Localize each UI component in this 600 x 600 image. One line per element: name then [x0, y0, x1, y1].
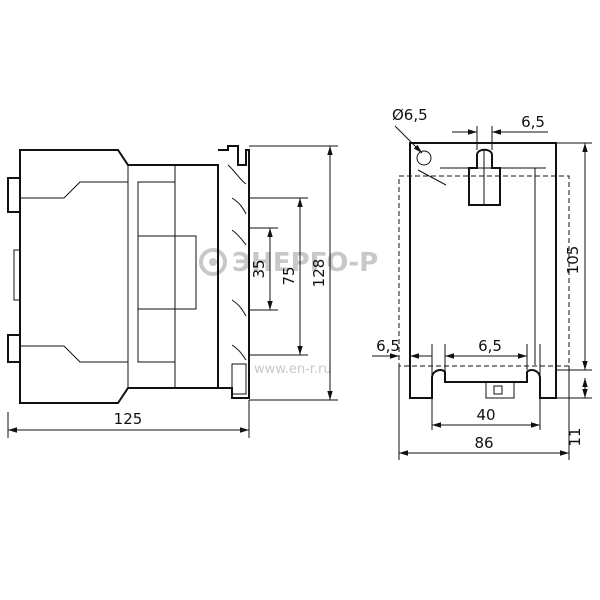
dim-label-hole-diameter: Ø6,5 — [392, 106, 428, 124]
watermark: ЭНЕРГО-Р www.en-r.ru — [199, 248, 378, 377]
dim-label-rail-gap: 40 — [476, 406, 495, 424]
dim-label-front-height: 105 — [564, 246, 582, 275]
dim-label-75: 75 — [280, 266, 298, 285]
watermark-url: www.en-r.ru — [254, 362, 332, 377]
side-view-din-clip — [218, 145, 250, 399]
side-view-body — [19, 149, 219, 404]
side-view: 125 35 75 128 — [7, 145, 338, 438]
dim-label-top-slot: 6,5 — [521, 113, 545, 131]
side-view-armature — [137, 235, 197, 310]
dim-label-front-width: 86 — [474, 434, 493, 452]
dim-label-rail-35: 35 — [250, 259, 268, 278]
dim-line-hole-diameter — [394, 125, 423, 154]
dim-label-bottom-offset: 11 — [566, 427, 584, 446]
side-view-terminal-steps — [20, 181, 128, 363]
watermark-logo-icon — [199, 248, 227, 276]
front-view: Ø6,5 6,5 105 11 6,5 6,5 40 — [372, 106, 592, 460]
dim-label-side-height: 128 — [310, 259, 328, 288]
dim-label-left-offset: 6,5 — [376, 337, 400, 355]
front-view-top-slot — [468, 148, 501, 206]
dim-label-side-width: 125 — [114, 410, 143, 428]
dim-label-bottom-slot: 6,5 — [478, 337, 502, 355]
front-view-mounting-hole — [416, 150, 432, 166]
front-view-rail-latch — [485, 381, 515, 399]
watermark-brand: ЭНЕРГО-Р — [232, 248, 378, 278]
side-view-left-terminals — [7, 177, 20, 363]
